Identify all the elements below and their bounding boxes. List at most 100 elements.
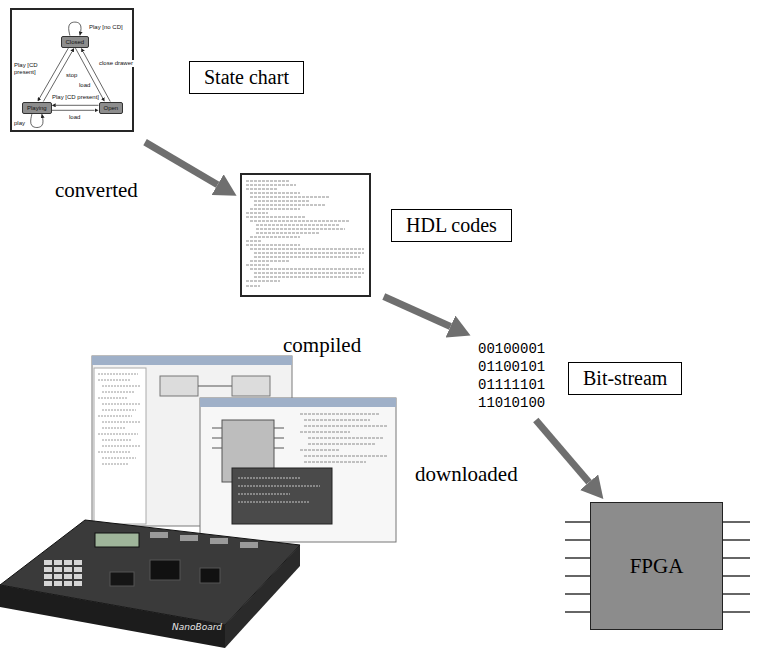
pin — [212, 448, 222, 449]
code-line — [254, 257, 360, 258]
side-panel — [94, 368, 146, 524]
editor-line — [304, 456, 388, 457]
keypad — [44, 560, 82, 586]
panel-lines — [98, 374, 140, 464]
key — [54, 574, 62, 579]
editor-line — [300, 432, 350, 433]
panel-line — [98, 416, 132, 417]
transition-loop — [31, 114, 43, 127]
panel-line — [102, 386, 140, 387]
pin — [274, 438, 284, 439]
code-line — [250, 209, 300, 210]
software-screenshot — [92, 356, 396, 542]
pin-line — [723, 575, 750, 577]
editor-line — [304, 462, 366, 463]
transition-arrow — [52, 110, 95, 111]
chip-label: FPGA — [630, 554, 684, 579]
editor-line — [300, 414, 380, 415]
flow-arrow — [145, 142, 218, 185]
code-line — [250, 193, 300, 194]
editor-line — [308, 438, 384, 439]
state-box: Open — [99, 102, 124, 115]
edge-label: downloaded — [415, 462, 518, 486]
code-line — [254, 273, 364, 274]
hdl-code-lines — [246, 181, 364, 286]
board-chip — [150, 560, 180, 580]
panel-line — [102, 464, 128, 465]
edge-label: Play [no CD] — [88, 24, 124, 31]
pin — [212, 438, 222, 439]
schematic-block — [160, 376, 198, 396]
panel-line — [98, 398, 128, 399]
flow-arrow — [536, 420, 589, 482]
code-line — [250, 237, 300, 238]
code-line — [246, 213, 268, 214]
edge-label: Play [CD present] — [51, 94, 100, 101]
key — [64, 560, 72, 565]
pin-line — [565, 521, 590, 523]
schematic-block — [232, 376, 270, 396]
title-bar — [200, 398, 396, 407]
transition-loop — [69, 22, 81, 35]
key — [54, 581, 62, 586]
key — [54, 567, 62, 572]
key — [74, 581, 82, 586]
transition-arrow — [56, 105, 99, 106]
code-line — [246, 281, 280, 282]
schematic-wire — [198, 386, 232, 387]
board-brand: NanoBoard — [172, 622, 222, 632]
transition-arrow — [75, 48, 102, 98]
pin-line — [565, 611, 590, 613]
state-name: Playing — [27, 105, 47, 112]
code-line — [246, 286, 260, 287]
key — [44, 574, 52, 579]
editor-lines — [300, 414, 388, 462]
console-window — [232, 468, 332, 524]
pin-line — [723, 539, 750, 541]
code-line — [246, 245, 300, 246]
pin-line — [723, 593, 750, 595]
code-line — [250, 249, 364, 250]
pin — [274, 428, 284, 429]
panel-line — [102, 410, 136, 411]
code-line — [246, 181, 290, 182]
code-line — [250, 269, 364, 270]
pin-line — [723, 611, 750, 613]
pin-line — [565, 593, 590, 595]
bit-stream-block: 00100001 01100101 01111101 11010100Bit-s… — [476, 338, 554, 414]
edge-label: Play [CD present] — [13, 62, 43, 75]
panel-line — [98, 452, 130, 453]
code-line — [246, 189, 278, 190]
panel-line — [98, 374, 138, 375]
edge-label: play — [13, 120, 26, 127]
code-line — [254, 253, 364, 254]
pin-line — [565, 575, 590, 577]
connector — [150, 532, 168, 538]
flow-arrow — [384, 297, 451, 327]
panel-line — [102, 440, 132, 441]
console-line — [238, 478, 300, 479]
console-line — [238, 486, 320, 487]
edge-label: load — [78, 82, 91, 89]
connector — [240, 542, 258, 548]
title-bar — [92, 356, 292, 365]
key — [54, 560, 62, 565]
edge-label: close drawer — [98, 60, 134, 67]
editor-line — [300, 450, 340, 451]
console-lines — [238, 478, 320, 502]
fpga-chip: FPGA — [590, 502, 723, 630]
code-line — [254, 201, 310, 202]
editor-line — [304, 426, 388, 427]
caption-box: Bit-stream — [568, 362, 682, 395]
panel-line — [98, 380, 130, 381]
pin-line — [723, 521, 750, 523]
panel-line — [102, 422, 140, 423]
lcd-display — [95, 533, 139, 547]
code-line — [256, 233, 320, 234]
key — [64, 581, 72, 586]
panel-line — [102, 446, 140, 447]
key — [74, 567, 82, 572]
key — [44, 581, 52, 586]
chip-symbol-pins — [212, 428, 284, 448]
console-line — [238, 502, 310, 503]
